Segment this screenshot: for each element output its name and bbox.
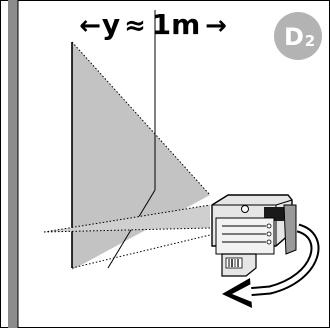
step-badge-letter: D bbox=[284, 23, 304, 51]
step-badge-number: 2 bbox=[305, 32, 315, 50]
rotation-arrow-icon bbox=[222, 223, 320, 308]
distance-label: ← y ≈ 1m → bbox=[79, 8, 227, 41]
distance-value: 1m bbox=[152, 8, 201, 41]
vertical-laser-plane bbox=[72, 42, 210, 270]
step-badge: D 2 bbox=[274, 12, 322, 60]
distance-approx-symbol: ≈ bbox=[124, 11, 146, 41]
wall-strip bbox=[8, 0, 18, 328]
plane-top-edge bbox=[71, 41, 211, 196]
floor-fan-upper-edge bbox=[43, 204, 211, 233]
distance-arrow-right: → bbox=[205, 11, 227, 41]
step-badge-circle bbox=[274, 12, 322, 60]
distance-arrow-left: ← bbox=[79, 11, 101, 41]
plane-bottom-edge bbox=[71, 234, 211, 269]
laser-level-device-icon bbox=[211, 194, 297, 277]
distance-variable: y bbox=[102, 8, 120, 41]
